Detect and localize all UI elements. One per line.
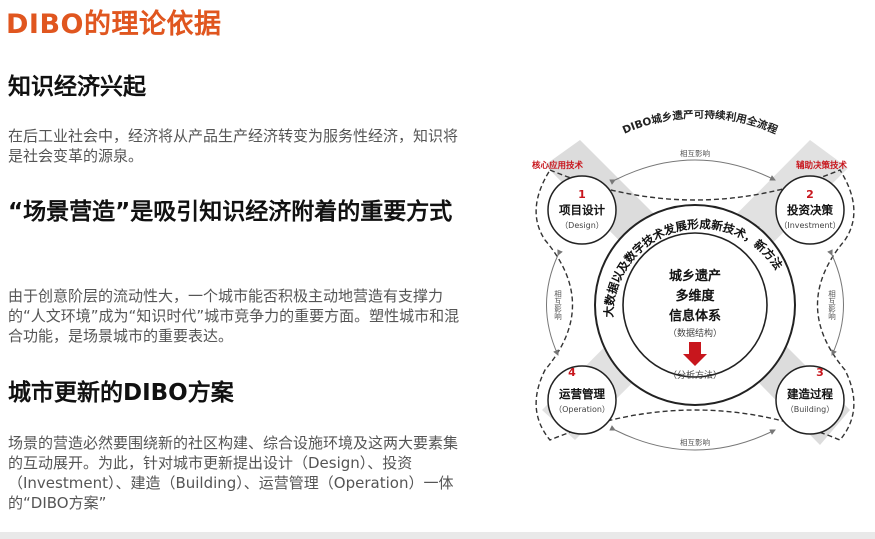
label-mutual-bottom: 相互影响: [680, 437, 710, 447]
svg-text:2: 2: [806, 188, 814, 201]
section1-heading: 知识经济兴起: [8, 74, 146, 100]
arc-mutual-top: [609, 159, 776, 185]
svg-text:（Investment）: （Investment）: [779, 221, 840, 230]
dibo-diagram: DIBO城乡遗产可持续利用全流程 核心应用技术 辅助决策技术 相互影响 相互影响…: [532, 110, 855, 451]
node-building: 3 建造过程 （Building）: [775, 365, 845, 435]
node-investment: 2 投资决策 （Investment）: [775, 175, 845, 245]
arc-mutual-bottom: [609, 425, 776, 451]
red-arrow-icon: [683, 342, 707, 366]
section3-heading: 城市更新的DIBO方案: [8, 380, 234, 406]
label-mutual-left: 相互影响: [553, 289, 562, 322]
center-line1: 城乡遗产: [669, 268, 721, 284]
svg-text:（Building）: （Building）: [786, 405, 834, 414]
tag-aux-tech: 辅助决策技术: [796, 160, 848, 171]
svg-text:项目设计: 项目设计: [559, 203, 605, 217]
center-line2: 多维度: [675, 288, 715, 304]
svg-text:运营管理: 运营管理: [559, 387, 605, 401]
svg-text:4: 4: [568, 366, 576, 379]
tag-core-tech: 核心应用技术: [532, 160, 584, 171]
inner-ring: [622, 232, 768, 378]
node-design: 1 项目设计 （Design）: [547, 175, 617, 245]
svg-text:（Operation）: （Operation）: [554, 405, 610, 414]
section2-body: 由于创意阶层的流动性大，一个城市能否积极主动地营造有支撑力的“人文环境”成为“知…: [8, 287, 460, 345]
section1-body: 在后工业社会中，经济将从产品生产经济转变为服务性经济，知识将是社会变革的源泉。: [8, 127, 459, 165]
label-mutual-top: 相互影响: [680, 148, 710, 158]
center-line4: （数据结构）: [668, 327, 722, 339]
page-title: DIBO的理论依据: [6, 9, 222, 40]
bottom-divider: [0, 532, 875, 539]
center-bottom: （分析方法）: [668, 369, 722, 381]
svg-text:投资决策: 投资决策: [787, 203, 833, 217]
section2-heading: “场景营造”是吸引知识经济附着的重要方式: [8, 199, 453, 225]
process-boundary: [535, 169, 855, 441]
diagram-top-title: DIBO城乡遗产可持续利用全流程: [621, 110, 780, 137]
label-mutual-right: 相互影响: [827, 289, 836, 322]
arc-mutual-right: [827, 249, 844, 356]
svg-text:（Design）: （Design）: [560, 221, 604, 230]
svg-text:建造过程: 建造过程: [787, 387, 833, 401]
arc-mutual-left: [546, 249, 563, 356]
center-line3: 信息体系: [669, 308, 721, 324]
section3-body: 场景的营造必然要围绕新的社区构建、综合设施环境及这两大要素集的互动展开。为此，针…: [8, 434, 459, 512]
svg-text:3: 3: [816, 366, 824, 379]
node-operation: 4 运营管理 （Operation）: [547, 365, 617, 435]
svg-text:1: 1: [578, 188, 586, 201]
